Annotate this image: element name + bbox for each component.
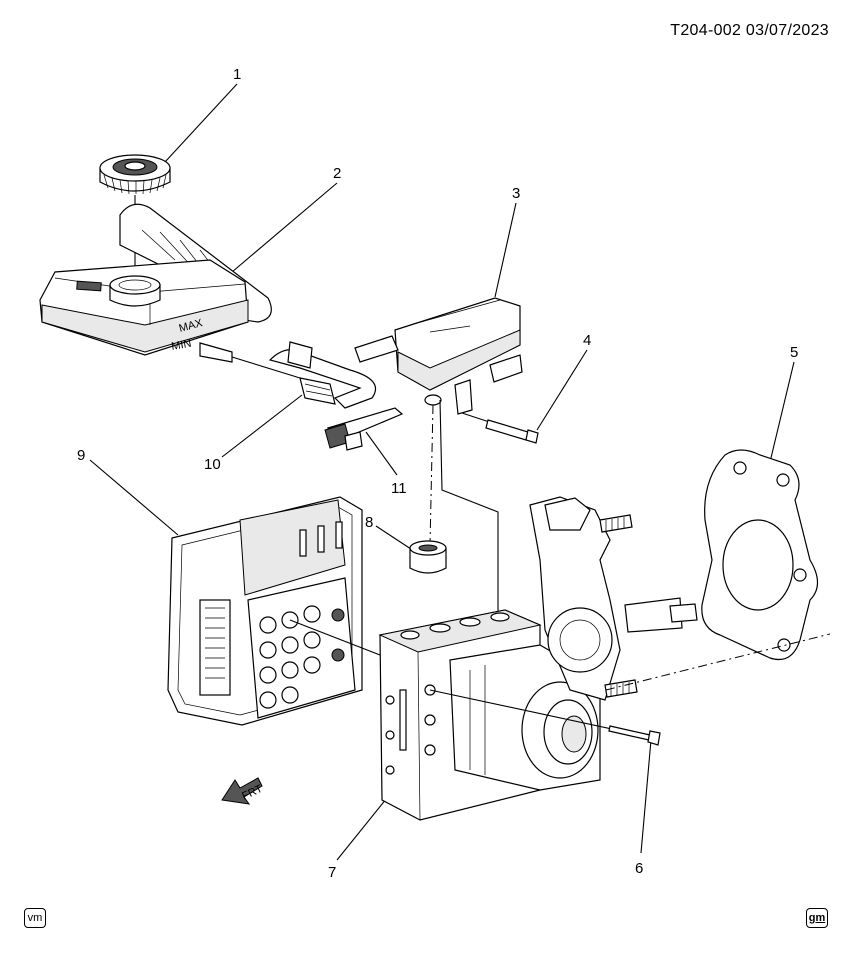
grommet-part <box>409 540 447 574</box>
brake-booster-part <box>529 496 698 701</box>
reservoir-to-sensor-line <box>231 356 301 379</box>
leader-9 <box>89 459 179 536</box>
callout-1: 1 <box>233 66 241 83</box>
callout-numbers: 1 2 3 4 5 6 7 8 9 10 11 <box>77 66 798 881</box>
sensor-alignment-line-b <box>439 399 499 620</box>
electrical-connector-part <box>324 407 404 451</box>
reservoir-cap-part <box>99 154 171 272</box>
mounting-bolt-part <box>461 412 539 444</box>
control-module-part <box>167 496 381 726</box>
leader-6 <box>640 739 652 854</box>
gasket-alignment-line <box>605 633 831 691</box>
leader-1 <box>164 83 238 163</box>
callout-8: 8 <box>365 514 373 531</box>
front-direction-arrow: FRT <box>221 777 265 805</box>
valve-bolt-alignment-line <box>429 689 641 736</box>
leader-5 <box>769 361 795 463</box>
callout-7: 7 <box>328 864 336 881</box>
callout-4: 4 <box>583 332 591 349</box>
leader-11 <box>365 431 398 476</box>
valve-bolt-part <box>608 725 661 746</box>
leader-4 <box>536 349 588 431</box>
front-arrow-icon <box>221 777 263 805</box>
fluid-reservoir-part: MAX MIN <box>39 203 301 379</box>
booster-gasket-part <box>605 449 831 691</box>
callout-6: 6 <box>635 860 643 877</box>
module-port-grid <box>259 605 345 709</box>
gm-logo-badge: gm <box>806 908 828 928</box>
sensor-alignment-line-a <box>429 404 434 546</box>
leader-3 <box>494 202 517 298</box>
callout-5: 5 <box>790 344 798 361</box>
callout-2: 2 <box>333 165 341 182</box>
callout-10: 10 <box>204 456 221 473</box>
diagram-reference-code: T204-002 03/07/2023 <box>670 22 829 39</box>
callout-3: 3 <box>512 185 520 202</box>
reservoir-hose-part <box>268 341 377 409</box>
module-alignment-line <box>289 619 381 656</box>
callout-11: 11 <box>391 480 407 497</box>
pedal-travel-sensor-part <box>354 297 523 620</box>
vm-badge: vm <box>24 908 46 928</box>
leader-8 <box>375 525 415 552</box>
leader-2 <box>231 182 338 273</box>
leader-10 <box>221 394 303 458</box>
modulator-valve-part <box>378 609 641 821</box>
callout-9: 9 <box>77 447 85 464</box>
reservoir-min-mark: MIN <box>170 338 192 353</box>
callout-leaders <box>89 83 795 861</box>
